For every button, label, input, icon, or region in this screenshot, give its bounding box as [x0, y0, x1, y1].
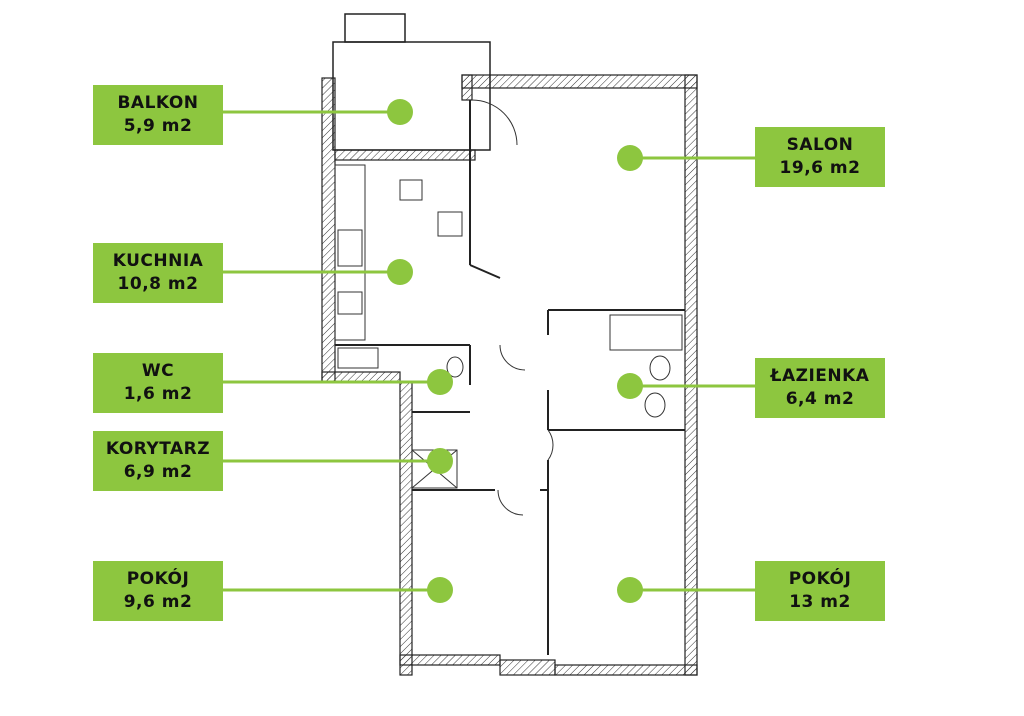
label-salon: SALON 19,6 m2 [755, 127, 885, 187]
room-name: KORYTARZ [105, 439, 211, 459]
label-wc: WC 1,6 m2 [93, 353, 223, 413]
room-name: KUCHNIA [112, 251, 204, 271]
label-balkon: BALKON 5,9 m2 [93, 85, 223, 145]
label-korytarz: KORYTARZ 6,9 m2 [93, 431, 223, 491]
room-area: 6,9 m2 [123, 462, 193, 482]
room-area: 9,6 m2 [123, 592, 193, 612]
marker-wc [427, 369, 453, 395]
room-name: POKÓJ [788, 569, 852, 589]
label-kuchnia: KUCHNIA 10,8 m2 [93, 243, 223, 303]
leader-lines [223, 110, 755, 592]
label-pokoj-right: POKÓJ 13 m2 [755, 561, 885, 621]
marker-pokoj-right [617, 577, 643, 603]
marker-salon [617, 145, 643, 171]
room-name: BALKON [117, 93, 199, 113]
room-name: POKÓJ [126, 569, 190, 589]
room-area: 19,6 m2 [779, 158, 861, 178]
interior-walls [335, 100, 685, 655]
marker-kuchnia [387, 259, 413, 285]
marker-balkon [387, 99, 413, 125]
room-name: SALON [786, 135, 854, 155]
room-name: ŁAZIENKA [770, 366, 870, 386]
marker-lazienka [617, 373, 643, 399]
room-area: 1,6 m2 [123, 384, 193, 404]
fixtures [334, 99, 683, 516]
room-name: WC [141, 361, 175, 381]
room-area: 13 m2 [789, 592, 851, 612]
room-area: 5,9 m2 [123, 116, 193, 136]
room-markers [387, 99, 643, 603]
balcony-outline [332, 13, 491, 151]
room-area: 6,4 m2 [785, 389, 855, 409]
room-area: 10,8 m2 [117, 274, 199, 294]
marker-pokoj-left [427, 577, 453, 603]
label-pokoj-left: POKÓJ 9,6 m2 [93, 561, 223, 621]
marker-korytarz [427, 448, 453, 474]
label-lazienka: ŁAZIENKA 6,4 m2 [755, 358, 885, 418]
